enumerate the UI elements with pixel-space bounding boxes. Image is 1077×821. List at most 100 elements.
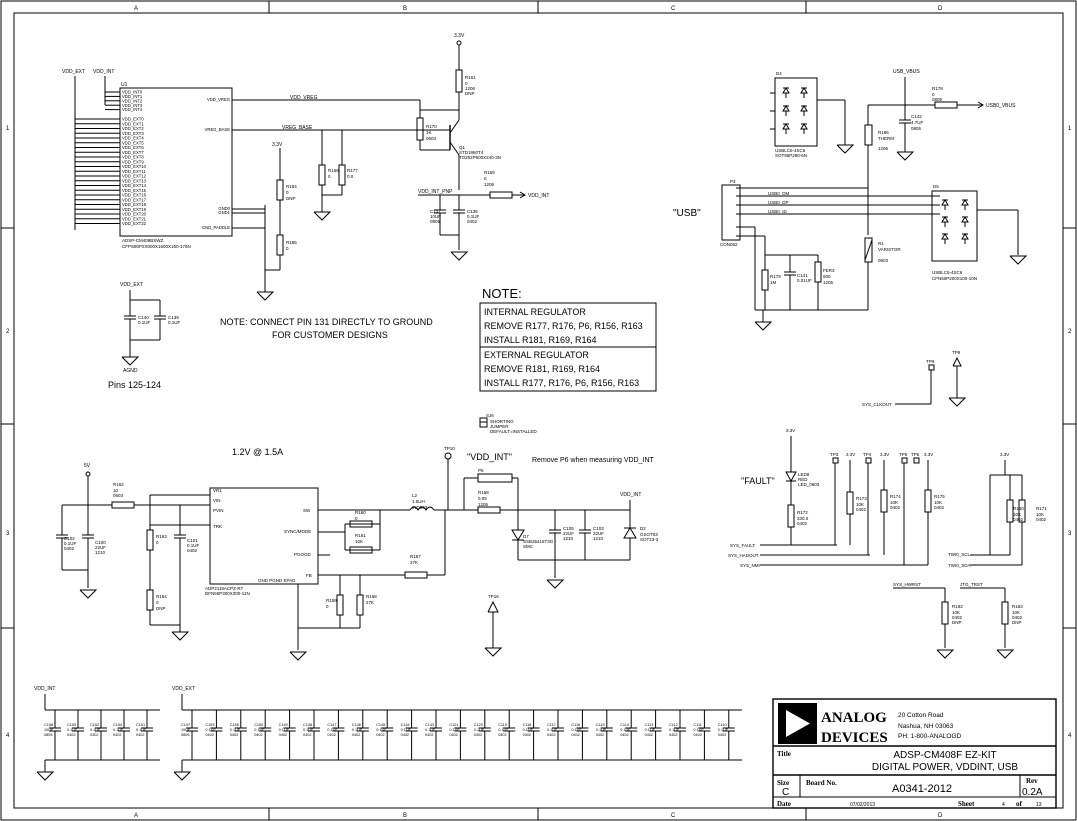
rail-5v: 5V (84, 463, 91, 469)
net-usb-vbus: USB_VBUS (893, 69, 920, 75)
u1-pin-label: VDD_EXT5 (122, 140, 144, 145)
r169-val: 0 (484, 176, 487, 181)
cap-label: 0402 (645, 733, 653, 737)
u1-ref: U1 (121, 82, 128, 88)
cap-label: 0402 (401, 733, 409, 737)
c142-val: 4.7UF (911, 120, 924, 125)
usb-section: D4 USBLC6-4SC6 SOT95P280-6N USB_VBUS R17… (720, 69, 1028, 407)
led8-val: RED (798, 477, 808, 482)
r161b-val: 10K (355, 539, 363, 544)
r169-ref: R169 (484, 170, 495, 175)
row-label-2-right: 2 (1068, 329, 1072, 335)
c141-val: 0.01UF (797, 278, 812, 283)
q1-pkg: TO252P600X240-3N (459, 155, 501, 160)
u1-pin-label: VDD_EXT19 (122, 207, 147, 212)
adi-logo-triangle (786, 710, 810, 737)
r159-val: 0 (326, 604, 329, 609)
svg-text:PVIN: PVIN (213, 508, 224, 513)
cap-label: 0.1UF (205, 728, 216, 732)
d7-ref: D7 (523, 534, 529, 539)
cap-label: 0.1UF (669, 728, 680, 732)
r159-resistor (336, 594, 344, 616)
cap-label: 0402 (327, 733, 335, 737)
note-external-remove: REMOVE R181, R169, R164 (484, 364, 600, 374)
r185-val: 0 (286, 246, 289, 251)
r159-ref: R159 (326, 598, 337, 603)
tp4-ref: TP4 (863, 452, 872, 457)
sj6-line2: JUMPER (490, 424, 509, 429)
r156-r177-pair: R156 0 R177 0.0 (313, 130, 358, 221)
r168-ref: R168 (366, 594, 377, 599)
r163-resistor (146, 529, 154, 551)
cap-label: C147 (327, 723, 336, 727)
cap-label: C117 (547, 723, 556, 727)
cap-label: C156 (230, 723, 239, 727)
tp16-ref: TP16 (488, 594, 499, 599)
note-external-title: EXTERNAL REGULATOR (484, 350, 589, 360)
net-usb0-id: USB0_ID (768, 209, 788, 214)
c139-val: 0.1UF (168, 320, 181, 325)
u1-pin-label: VDD_EXT18 (122, 202, 147, 207)
c100-pkg: 1210 (95, 550, 106, 555)
r164-resistor (146, 589, 154, 611)
r1-val: VARISTOR (878, 247, 901, 252)
u1-pin-label: VDD_EXT2 (122, 126, 144, 131)
r158-val: 0.05 (478, 496, 487, 501)
r161-resistor (455, 69, 463, 93)
p6-jumper (477, 473, 513, 483)
cap-label: 0.1UF (596, 728, 607, 732)
net-usb0-dp: USB0_DP (768, 200, 789, 205)
fer3-ferrite (814, 261, 822, 283)
cap-label: C152 (90, 723, 99, 727)
u1-pin-label: VDD_EXT13 (122, 178, 147, 183)
c101-ref: C101 (187, 538, 198, 543)
r177-ref: R177 (347, 168, 358, 173)
r172-val: 330.0 (797, 516, 809, 521)
cap-label: C146 (352, 723, 361, 727)
c140-val: 0.1UF (138, 320, 151, 325)
tp10-ref: TP10 (444, 446, 455, 451)
d5-part: USBLC6-4SC6 (932, 270, 963, 275)
tvs-diode (782, 87, 790, 94)
cap-label: 0.1UF (327, 728, 338, 732)
cap-label: C153 (205, 723, 214, 727)
cap-label: 0805 (181, 733, 189, 737)
company-name-line1: ANALOG (821, 710, 887, 726)
cap-label: 0.1UF (303, 728, 314, 732)
c137-pkg: 0805 (430, 219, 441, 224)
rail-3v3-top: 3.3V (454, 33, 465, 39)
u1-pin-label: VDD_INT1 (122, 94, 143, 99)
cap-label: 0.1UF (113, 728, 124, 732)
r168-val: 27K (366, 600, 374, 605)
tp9-pad (928, 364, 935, 371)
company-address2: Nashua, NH 03063 (898, 723, 954, 730)
cap-label: 0.1UF (474, 728, 485, 732)
u1-pin-label: VDD_INT4 (122, 107, 143, 112)
r178-ref: R178 (932, 86, 943, 91)
r156-ref: R156 (328, 168, 339, 173)
agnd-label: AGND (123, 368, 138, 374)
u1-part: ADSP-CM408BSWZ (122, 238, 164, 243)
u1-pin-label: VDD_EXT12 (122, 174, 147, 179)
sj6-line1: SHORTING (490, 419, 514, 424)
u1-pin-label: VDD_EXT4 (122, 136, 144, 141)
cap-label: 0.1UF (376, 728, 387, 732)
gnd-symbol (36, 771, 55, 781)
r182-pkg: 0402 (952, 615, 963, 620)
u1-pin-label: VDD_EXT20 (122, 212, 147, 217)
tp8-pad (952, 356, 962, 367)
tp6-pad (913, 457, 920, 464)
r174-val: 10K (890, 500, 898, 505)
l2-pkg: IND003 (412, 505, 428, 510)
fer3-val: 600 (823, 274, 831, 279)
d2-part: GSOT03 (640, 532, 658, 537)
cap-label: C112 (669, 723, 678, 727)
cap-label: 0402 (718, 733, 726, 737)
adp2119-regulator: 1.2V @ 1.5A 5V R162 10 0603 C102 0.1UF 0… (56, 446, 659, 661)
cap-label: 10UF (181, 728, 191, 732)
cap-label: C118 (523, 723, 532, 727)
cap-label: 0402 (205, 733, 213, 737)
r171-pkg: 0402 (1036, 517, 1047, 522)
